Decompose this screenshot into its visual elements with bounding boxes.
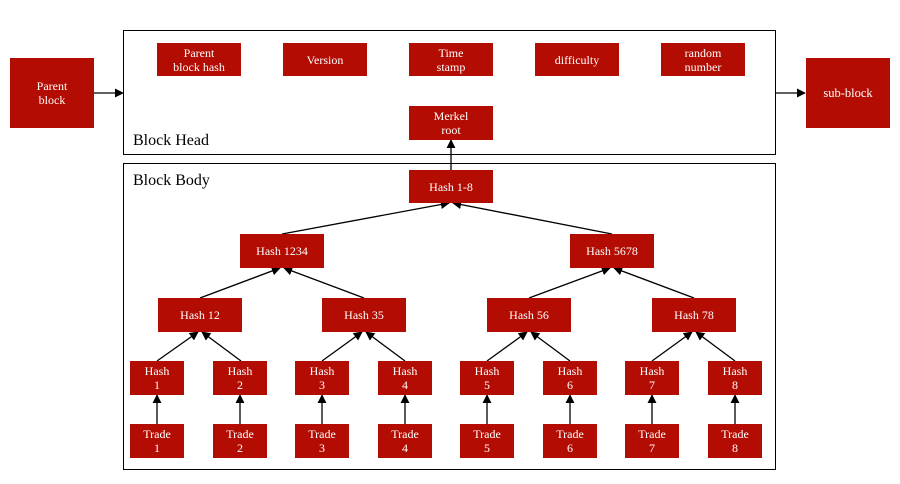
parent-block-node: Parent block	[10, 58, 94, 128]
hash-35-node: Hash 35	[322, 298, 406, 332]
trade-8-node: Trade 8	[708, 424, 762, 458]
hash-leaf-3-node: Hash 3	[295, 361, 349, 395]
hash-leaf-8-node: Hash 8	[708, 361, 762, 395]
trade-5-node: Trade 5	[460, 424, 514, 458]
hash-56-node: Hash 56	[487, 298, 571, 332]
hash-leaf-2-node: Hash 2	[213, 361, 267, 395]
hash-1234-node: Hash 1234	[240, 234, 324, 268]
block-body-label: Block Body	[133, 172, 210, 189]
block-head-label: Block Head	[133, 132, 209, 149]
block-body-frame	[123, 163, 776, 470]
hash-leaf-6-node: Hash 6	[543, 361, 597, 395]
hash-12-node: Hash 12	[158, 298, 242, 332]
trade-2-node: Trade 2	[213, 424, 267, 458]
difficulty-field: difficulty	[535, 43, 619, 76]
trade-3-node: Trade 3	[295, 424, 349, 458]
hash-5678-node: Hash 5678	[570, 234, 654, 268]
timestamp-field: Time stamp	[409, 43, 493, 76]
parent-block-hash-field: Parent block hash	[157, 43, 241, 76]
random-number-field: random number	[661, 43, 745, 76]
block-head-frame	[123, 30, 776, 155]
sub-block-node: sub-block	[806, 58, 890, 128]
trade-4-node: Trade 4	[378, 424, 432, 458]
trade-1-node: Trade 1	[130, 424, 184, 458]
merkel-root-node: Merkel root	[409, 106, 493, 140]
hash-leaf-4-node: Hash 4	[378, 361, 432, 395]
hash-78-node: Hash 78	[652, 298, 736, 332]
hash-leaf-5-node: Hash 5	[460, 361, 514, 395]
version-field: Version	[283, 43, 367, 76]
trade-7-node: Trade 7	[625, 424, 679, 458]
hash-leaf-7-node: Hash 7	[625, 361, 679, 395]
trade-6-node: Trade 6	[543, 424, 597, 458]
hash-leaf-1-node: Hash 1	[130, 361, 184, 395]
hash-root-node: Hash 1-8	[409, 170, 493, 203]
